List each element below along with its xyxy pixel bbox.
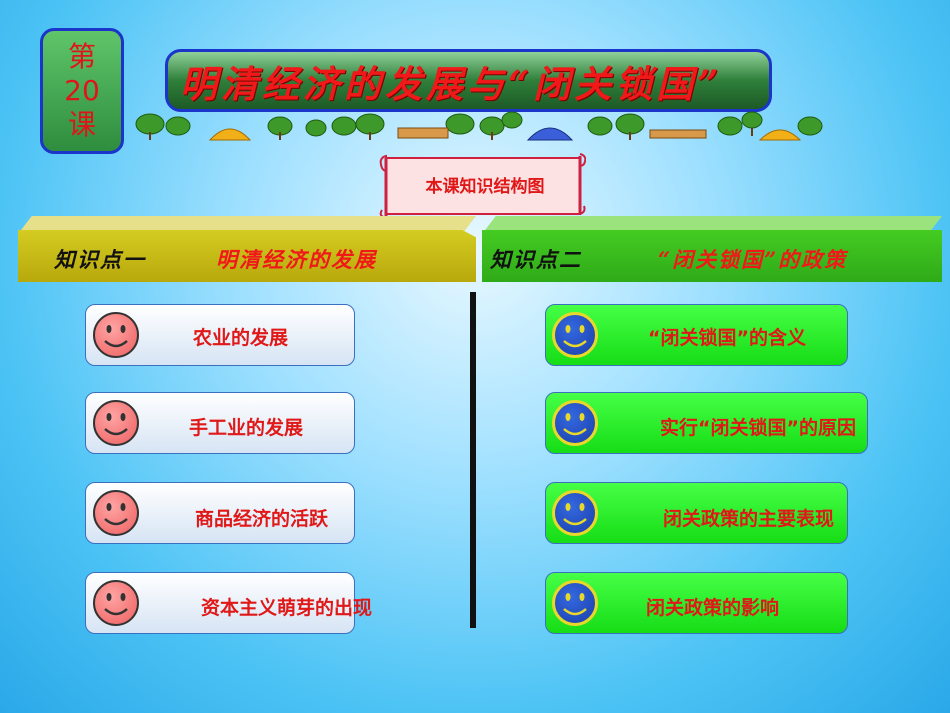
face-eye — [579, 593, 585, 601]
face-eye — [565, 503, 571, 511]
lesson-badge-line1: 第 — [67, 40, 96, 73]
center-divider — [470, 292, 476, 628]
face-eye — [120, 503, 126, 511]
right-item-label: “闭关锁国”的含义 — [648, 327, 806, 349]
face-smile — [563, 608, 587, 616]
face-eye — [565, 593, 571, 601]
face-eye — [106, 503, 112, 511]
face-eye — [106, 413, 112, 421]
face-eye — [565, 413, 571, 421]
right-banner-prefix: 知识点二 — [490, 247, 582, 272]
landscape-decoration — [135, 111, 823, 141]
right-item-label: 实行“闭关锁国”的原因 — [660, 417, 856, 439]
right-banner-top — [482, 216, 942, 234]
left-banner — [18, 230, 476, 282]
face-eye — [579, 413, 585, 421]
scroll-decoration — [379, 153, 586, 219]
left-banner-topic: 明清经济的发展 — [216, 247, 377, 272]
face-smile — [104, 428, 128, 436]
face-eye — [106, 325, 112, 333]
left-banner-prefix: 知识点一 — [54, 247, 146, 272]
lesson-badge-line2: 20 — [64, 74, 100, 107]
smiley-face-blue-icon — [552, 400, 598, 446]
face-eye — [120, 325, 126, 333]
face-smile — [563, 518, 587, 526]
right-item-label: 闭关政策的主要表现 — [663, 508, 835, 530]
smiley-face-pink-icon — [93, 490, 139, 536]
left-item-label: 手工业的发展 — [189, 417, 304, 439]
smiley-face-blue-icon — [552, 312, 598, 358]
face-smile — [104, 340, 128, 348]
left-item-label: 农业的发展 — [193, 327, 289, 349]
smiley-face-blue-icon — [552, 580, 598, 626]
face-eye — [106, 593, 112, 601]
left-item-label: 商品经济的活跃 — [195, 508, 329, 530]
left-banner-top — [18, 216, 476, 234]
right-item-card[interactable] — [545, 392, 868, 454]
face-eye — [579, 503, 585, 511]
title-bar: 明清经济的发展与“闭关锁国” — [165, 49, 772, 112]
face-smile — [563, 340, 587, 348]
face-smile — [104, 518, 128, 526]
smiley-face-pink-icon — [93, 580, 139, 626]
face-smile — [104, 608, 128, 616]
right-item-label: 闭关政策的影响 — [646, 597, 780, 619]
lesson-badge-line3: 课 — [67, 108, 96, 141]
smiley-face-pink-icon — [93, 312, 139, 358]
smiley-face-pink-icon — [93, 400, 139, 446]
face-eye — [120, 413, 126, 421]
page-title: 明清经济的发展与“闭关锁国” — [180, 61, 723, 106]
subtitle-label: 本课知识结构图 — [425, 177, 545, 197]
face-eye — [579, 325, 585, 333]
right-banner — [482, 230, 942, 282]
face-eye — [120, 593, 126, 601]
face-eye — [565, 325, 571, 333]
right-banner-topic: “闭关锁国”的政策 — [658, 247, 848, 272]
lesson-badge: 第 20 课 — [40, 28, 124, 154]
left-item-label: 资本主义萌芽的出现 — [201, 597, 373, 619]
smiley-face-blue-icon — [552, 490, 598, 536]
face-smile — [563, 428, 587, 436]
